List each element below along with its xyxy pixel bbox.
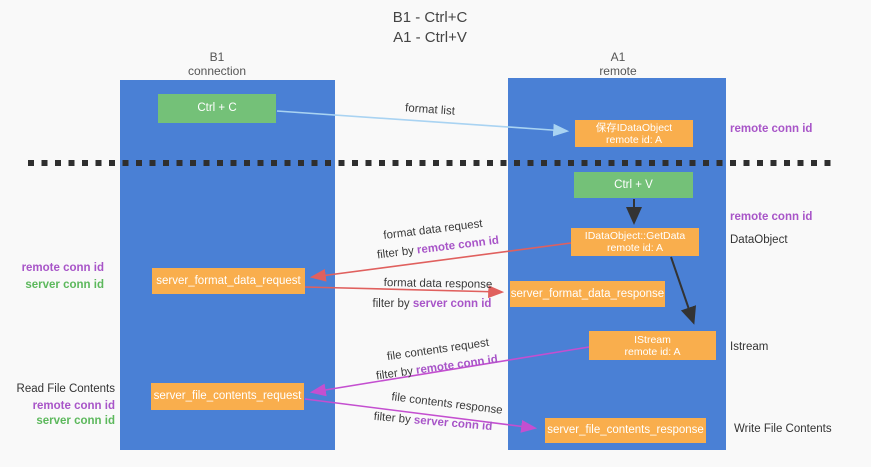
diagram-title-line2: A1 - Ctrl+V xyxy=(393,29,467,46)
diagram-title-line1: B1 - Ctrl+C xyxy=(392,9,468,26)
lane-header-b1: B1 connection xyxy=(157,50,277,78)
save-idataobject-box: 保存IDataObject remote id: A xyxy=(575,120,693,147)
ctrl-v-box: Ctrl + V xyxy=(574,172,693,198)
lane-b1-role: connection xyxy=(187,64,247,78)
server-conn-id-annotation-left-bottom: server conn id xyxy=(36,415,115,427)
istream-box: IStream remote id: A xyxy=(589,331,716,360)
diagram-title: B1 - Ctrl+C A1 - Ctrl+V xyxy=(300,8,560,48)
getdata-to-istream-arrow xyxy=(670,256,697,325)
ctrl-c-label: Ctrl + C xyxy=(197,102,237,114)
file-contents-request-arrow xyxy=(309,346,590,397)
server-format-data-request-label: server_format_data_request xyxy=(156,274,301,287)
istream-annotation: Istream xyxy=(730,341,769,353)
server-file-contents-response-label: server_file_contents_response xyxy=(547,424,704,436)
file-contents-response-arrow xyxy=(304,398,538,433)
idataobject-getdata-line1: IDataObject::GetData xyxy=(584,230,686,242)
lane-a1-name: A1 xyxy=(610,50,626,64)
server-conn-id-annotation-left-top: server conn id xyxy=(25,279,104,291)
save-idataobject-line1: 保存IDataObject xyxy=(595,121,673,134)
dataobject-annotation: DataObject xyxy=(730,234,788,246)
ctrl-c-box: Ctrl + C xyxy=(158,94,276,123)
format-data-response-arrow xyxy=(304,285,505,299)
remote-conn-id-annotation-left-top: remote conn id xyxy=(21,262,104,274)
istream-line1: IStream xyxy=(634,333,671,346)
lane-header-a1: A1 remote xyxy=(558,50,678,78)
server-format-data-response-box: server_format_data_response xyxy=(510,281,665,307)
lane-a1-role: remote xyxy=(599,64,637,78)
server-file-contents-request-label: server_file_contents_request xyxy=(153,390,302,402)
save-idataobject-line2: remote id: A xyxy=(605,133,663,146)
remote-conn-id-annotation-left-bottom: remote conn id xyxy=(32,400,115,412)
server-conn-id-text: server conn id xyxy=(412,298,492,310)
server-format-data-request-box: server_format_data_request xyxy=(152,268,305,294)
ctrl-v-label: Ctrl + V xyxy=(614,178,653,191)
write-file-contents-annotation: Write File Contents xyxy=(734,423,832,435)
format-list-arrow xyxy=(276,110,570,137)
server-format-data-response-label: server_format_data_response xyxy=(510,287,665,300)
server-file-contents-request-box: server_file_contents_request xyxy=(151,383,304,410)
server-file-contents-response-box: server_file_contents_response xyxy=(545,418,706,443)
idataobject-getdata-box: IDataObject::GetData remote id: A xyxy=(571,228,699,256)
filter-by-text: filter by xyxy=(372,298,413,310)
lane-b1-name: B1 xyxy=(209,50,225,64)
format-data-response-label: format data response xyxy=(383,277,493,291)
read-file-contents-annotation: Read File Contents xyxy=(16,383,115,395)
remote-conn-id-annotation-mid: remote conn id xyxy=(730,211,813,223)
idataobject-getdata-line2: remote id: A xyxy=(606,242,664,254)
istream-line2: remote id: A xyxy=(624,345,681,358)
remote-conn-id-annotation-top: remote conn id xyxy=(730,123,813,135)
format-data-request-arrow xyxy=(309,242,572,282)
format-data-response-filter-label: filter by server conn id xyxy=(373,298,492,310)
